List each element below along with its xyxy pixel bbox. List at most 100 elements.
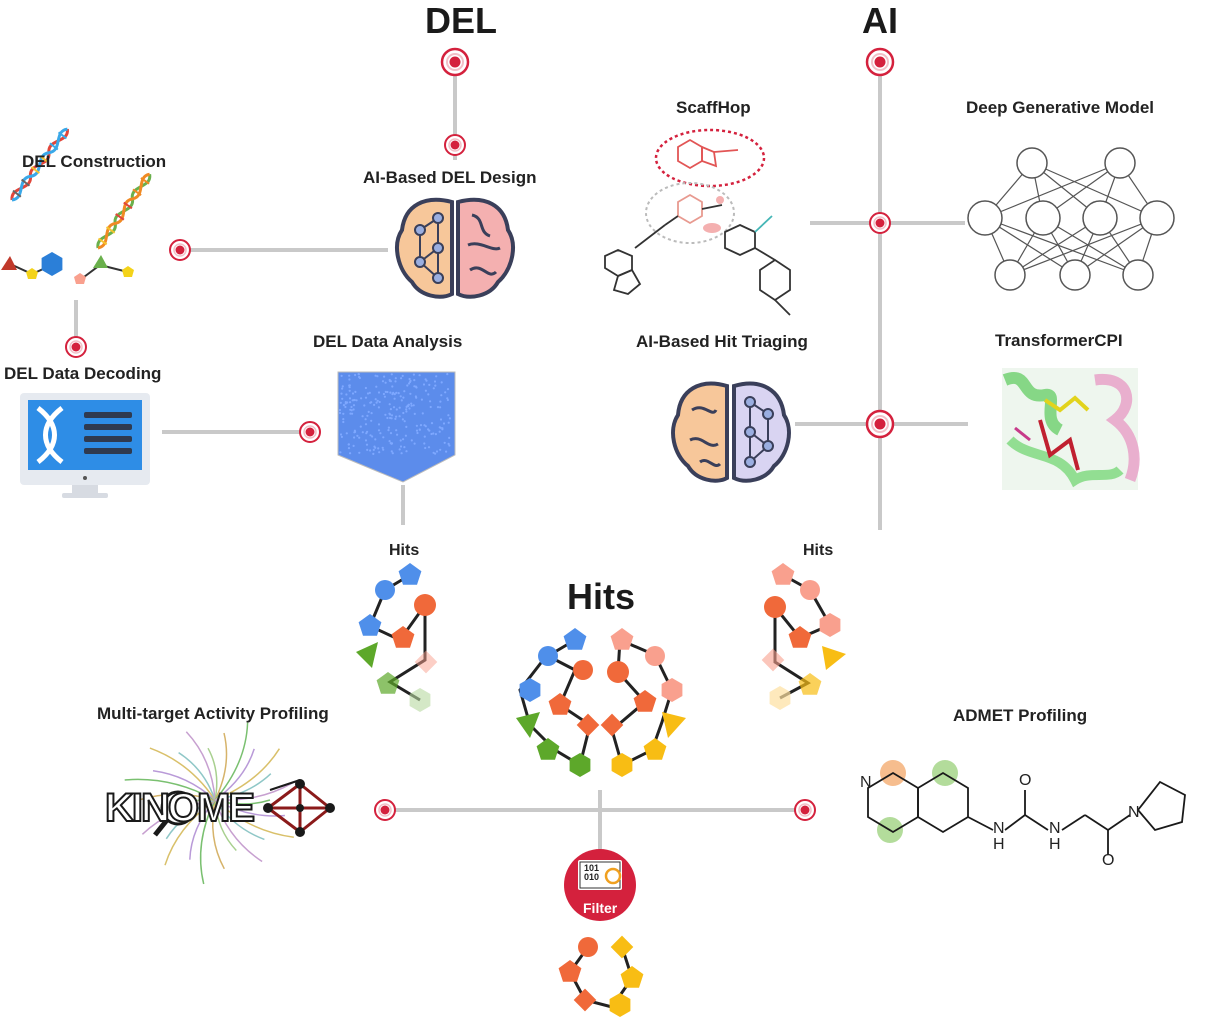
cube-dot (342, 420, 345, 424)
cube-dot (395, 415, 398, 418)
cube-dot (405, 425, 408, 428)
cube-dot (351, 412, 354, 415)
cube-dot (419, 424, 423, 427)
cube-dot (438, 426, 441, 429)
cube-dot (399, 439, 402, 442)
nn-edge (1009, 217, 1101, 276)
del-construction-label: DEL Construction (22, 152, 167, 171)
kinome-branch (214, 782, 294, 801)
cube-dot (374, 374, 377, 377)
protein-structure-image (1002, 368, 1140, 490)
cube-dot (410, 404, 413, 407)
cube-dot (338, 411, 342, 415)
cube-dot (430, 422, 434, 425)
nn-edge (984, 162, 1121, 219)
cube-dot (409, 392, 412, 395)
cube-dot (418, 428, 421, 431)
cube-dot (348, 389, 351, 392)
cube-dot (439, 400, 442, 403)
cube-dot (383, 375, 386, 378)
cube-dot (381, 446, 384, 449)
cube-dot (413, 379, 416, 382)
cube-dot (344, 401, 347, 404)
cube-dot (374, 446, 377, 449)
cube-dot (377, 423, 381, 426)
kinome-branch (214, 799, 263, 863)
cube-dot (448, 417, 451, 420)
kinome-branch (189, 799, 216, 860)
cube-dot (345, 393, 348, 396)
cube-dot (359, 425, 362, 428)
cube-dot (423, 424, 426, 427)
cube-dot (366, 392, 370, 395)
nn-edge (984, 217, 1076, 276)
cube-dot (391, 385, 394, 388)
cube-dot (423, 435, 426, 438)
cube-dot (351, 399, 354, 402)
cube-dot (440, 381, 443, 384)
admet-nh1-n: N (993, 820, 1005, 837)
cube-dot (447, 421, 450, 424)
kinome-branch (214, 799, 237, 852)
multi-target-label: Multi-target Activity Profiling (97, 704, 329, 723)
kinome-branch (199, 799, 216, 885)
cube-dot (349, 408, 352, 411)
cube-dot (400, 399, 403, 402)
cube-dot (393, 393, 396, 396)
hits-left-chain (356, 563, 438, 712)
cube-dot (358, 436, 361, 439)
cube-dot (377, 391, 381, 394)
cube-dot (377, 429, 381, 432)
hit-triaging-label: AI-Based Hit Triaging (636, 332, 808, 351)
cube-dot (370, 401, 373, 404)
cube-dot (361, 431, 364, 434)
cube-dot (391, 452, 394, 455)
cube-dot (446, 398, 449, 402)
cube-dot (407, 403, 410, 406)
cube-dot (365, 443, 369, 446)
cube-dot (424, 446, 427, 450)
cube-dot (387, 429, 390, 432)
admet-nh1-h: H (993, 836, 1005, 853)
cube-dot (388, 379, 391, 382)
cube-dot (422, 383, 426, 386)
cube-dot (427, 393, 430, 396)
cube-dot (400, 452, 403, 455)
cube-dot (447, 414, 450, 417)
kinome-branch (164, 799, 216, 866)
cube-dot (368, 391, 371, 394)
cube-dot (339, 433, 343, 436)
cube-dot (376, 399, 379, 402)
cube-dot (439, 406, 442, 409)
cube-dot (386, 390, 389, 394)
cube-dot (340, 392, 343, 395)
admet-pyrrolidine-n: N (1128, 804, 1140, 821)
cube-dot (400, 377, 403, 380)
del-decoding-label: DEL Data Decoding (4, 364, 162, 383)
cube-dot (352, 444, 355, 447)
hits-left-label: Hits (389, 542, 420, 559)
cube-dot (389, 408, 392, 411)
cube-dot (446, 397, 449, 400)
cube-dot (407, 382, 411, 385)
cube-dot (415, 386, 418, 389)
cube-dot (398, 406, 401, 409)
dna-strands-icon (1, 127, 152, 284)
kinome-word: KINOME (104, 785, 256, 831)
cube-dot (402, 396, 405, 399)
cube-dot (376, 375, 379, 378)
cube-dot (366, 414, 369, 417)
cube-dot (405, 408, 408, 411)
cube-dot (375, 385, 378, 388)
cube-dot (434, 384, 437, 387)
kinome-branch (211, 799, 225, 870)
cube-dot (364, 439, 368, 442)
cube-dot (408, 377, 411, 381)
cube-dot (350, 405, 353, 409)
cube-dot (390, 450, 393, 453)
cube-dot (427, 446, 431, 449)
cube-dot (432, 432, 435, 435)
admet-nh2-n: N (1049, 820, 1061, 837)
cube-dot (406, 384, 409, 387)
cube-dot (433, 380, 437, 383)
